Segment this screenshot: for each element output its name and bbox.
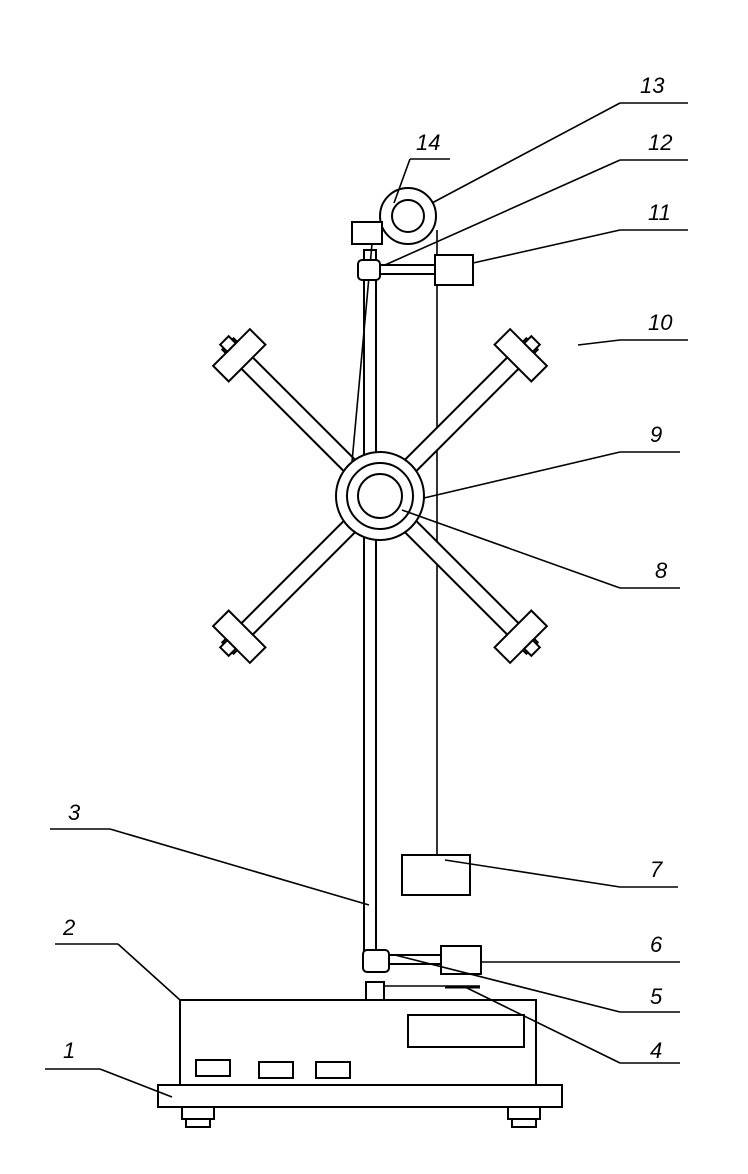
weight-7 (401, 854, 471, 896)
lower-clamp (365, 981, 385, 1001)
box-button-3 (315, 1061, 351, 1079)
leader-lines (45, 102, 688, 1098)
upper-photogate (357, 254, 474, 286)
label-10: 10 (648, 310, 673, 335)
box-button-2 (258, 1061, 294, 1079)
base-plate (157, 1084, 563, 1128)
gate-11 (434, 254, 474, 286)
label-12: 12 (648, 130, 672, 155)
rotating-hub (335, 451, 425, 541)
label-9: 9 (650, 422, 662, 447)
box-button-1 (195, 1059, 231, 1077)
arm-12 (379, 264, 437, 275)
label-8: 8 (655, 558, 668, 583)
clamp-5 (362, 949, 390, 973)
label-13: 13 (640, 73, 665, 98)
vertical-column (363, 529, 377, 956)
label-11: 11 (648, 200, 671, 225)
label-3: 3 (68, 800, 81, 825)
label-2: 2 (62, 915, 75, 940)
label-14: 14 (416, 130, 440, 155)
hub-inner-8 (357, 473, 403, 519)
clamp-12 (357, 259, 381, 281)
control-box (179, 999, 537, 1086)
label-6: 6 (650, 932, 663, 957)
display-window (407, 1014, 525, 1048)
gate-6 (440, 945, 482, 975)
label-4: 4 (650, 1038, 662, 1063)
bracket-14 (351, 221, 383, 245)
upper-column (363, 249, 377, 461)
label-5: 5 (650, 984, 663, 1009)
label-1: 1 (63, 1038, 75, 1063)
label-7: 7 (650, 857, 663, 882)
